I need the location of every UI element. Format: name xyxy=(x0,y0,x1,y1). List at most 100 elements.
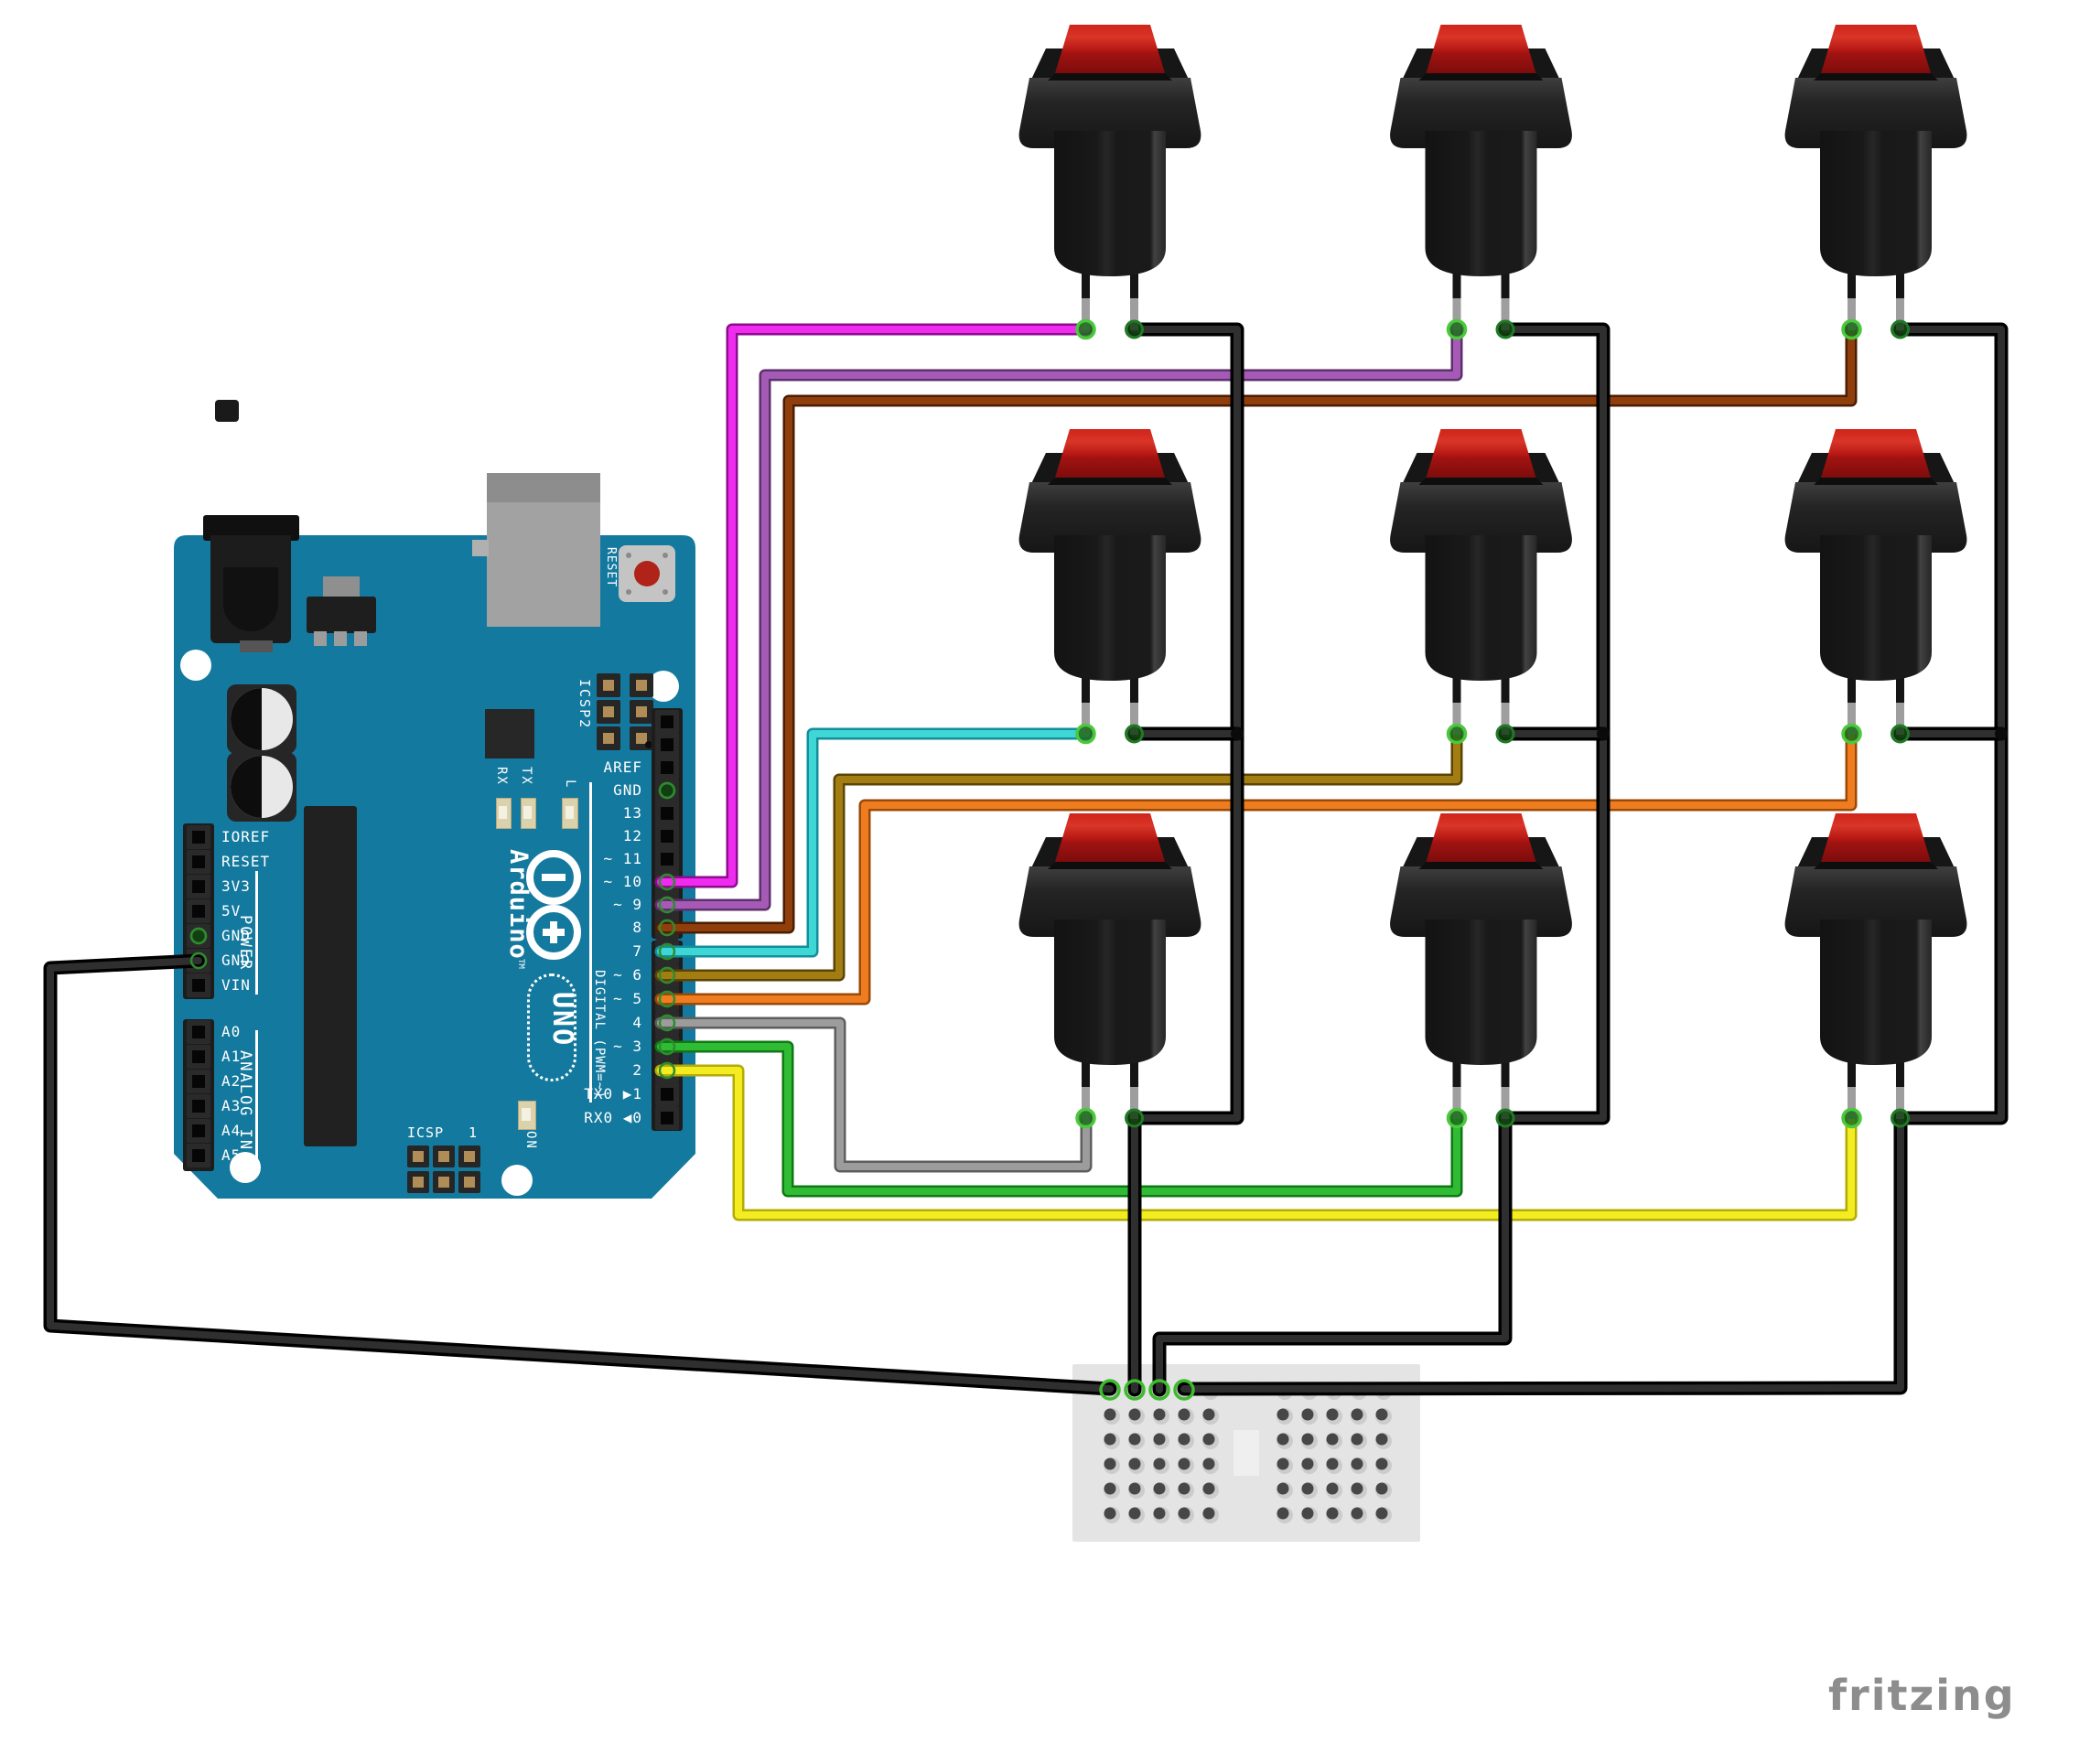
button-leg xyxy=(1082,252,1090,302)
wire-ground-bus-col1[interactable] xyxy=(1127,322,1244,1125)
pin-label-AREF: AREF xyxy=(603,758,642,776)
uno-badge xyxy=(527,973,576,1081)
pin-label-6: ~ 6 xyxy=(613,966,642,984)
wire-ground-bus-col3[interactable] xyxy=(1893,322,2009,1125)
icsp2-header[interactable] xyxy=(586,668,686,769)
pin-label-2: 2 xyxy=(632,1061,642,1079)
analog-separator-line xyxy=(255,1030,258,1164)
pushbuttons xyxy=(1018,25,1967,1119)
wire-pin7-btn-r2c1[interactable] xyxy=(654,727,1093,958)
pin-label-A2: A2 xyxy=(221,1072,242,1090)
wire-ground-drop-col3[interactable] xyxy=(1177,1111,1908,1396)
button-cap[interactable] xyxy=(1827,813,1924,841)
power-separator-line xyxy=(255,871,258,995)
pin-label-A0: A0 xyxy=(221,1023,242,1040)
pushbutton-r2c2[interactable] xyxy=(1390,429,1572,735)
l-led xyxy=(562,798,578,829)
mounting-hole xyxy=(648,671,679,702)
button-cap[interactable] xyxy=(1432,429,1530,457)
wire-junction xyxy=(1231,727,1244,740)
pushbutton-r1c3[interactable] xyxy=(1784,25,1967,330)
wires[interactable] xyxy=(43,322,2009,1397)
wire-ground-bus-col2[interactable] xyxy=(1498,322,1611,1125)
button-leg xyxy=(1130,252,1138,302)
button-cap[interactable] xyxy=(1827,25,1924,52)
pin-label-A4: A4 xyxy=(221,1122,242,1139)
button-leg xyxy=(1452,1040,1461,1091)
wire-pin6-btn-r2c2[interactable] xyxy=(654,727,1463,982)
button-leg xyxy=(1082,1040,1090,1091)
pin-label-3V3-2: 3V3 xyxy=(221,877,251,895)
button-leg xyxy=(1501,656,1510,706)
pin-label-GND-5: GND xyxy=(221,952,251,969)
on-led xyxy=(518,1101,536,1130)
icsp-pin1-label: 1 xyxy=(469,1124,479,1141)
button-cap[interactable] xyxy=(1827,429,1924,457)
pin-label-7: 7 xyxy=(632,942,642,960)
mounting-hole xyxy=(180,650,211,681)
icsp-header[interactable] xyxy=(405,1142,506,1206)
wire-gnd-to-breadboard[interactable] xyxy=(43,953,1117,1396)
icsp-label: ICSP xyxy=(407,1124,445,1141)
button-leg xyxy=(1501,1040,1510,1091)
arduino-infinity-logo xyxy=(526,850,581,960)
pin-label-GND: GND xyxy=(613,781,642,799)
button-cap[interactable] xyxy=(1061,429,1158,457)
pushbutton-r2c1[interactable] xyxy=(1018,429,1201,735)
pin-label-A1: A1 xyxy=(221,1048,242,1065)
pushbutton-r3c1[interactable] xyxy=(1018,813,1201,1119)
wire-junction xyxy=(1597,727,1610,740)
pin-label-9: ~ 9 xyxy=(613,896,642,913)
pin-label-RESET-1: RESET xyxy=(221,853,271,870)
pin-label-5V-3: 5V xyxy=(221,902,242,920)
button-leg xyxy=(1896,656,1904,706)
smd-component xyxy=(215,400,239,422)
mounting-hole xyxy=(230,1152,261,1183)
pushbutton-r2c3[interactable] xyxy=(1784,429,1967,735)
button-leg xyxy=(1896,1040,1904,1091)
wire-pin9-btn-r1c2[interactable] xyxy=(654,323,1463,911)
button-cap[interactable] xyxy=(1061,813,1158,841)
button-cap[interactable] xyxy=(1061,25,1158,52)
pin-label-3: ~ 3 xyxy=(613,1038,642,1055)
pushbutton-r1c1[interactable] xyxy=(1018,25,1201,330)
digital-separator-line xyxy=(589,782,592,1102)
pushbutton-r3c2[interactable] xyxy=(1390,813,1572,1119)
wire-ground-drop-col2[interactable] xyxy=(1152,1111,1513,1397)
button-leg xyxy=(1452,656,1461,706)
connection-points xyxy=(189,318,1910,1401)
pushbutton-r3c3[interactable] xyxy=(1784,813,1967,1119)
pin-label-13: 13 xyxy=(622,804,642,822)
button-leg xyxy=(1848,252,1856,302)
button-leg xyxy=(1848,656,1856,706)
button-cap[interactable] xyxy=(1432,25,1530,52)
atmega-chip xyxy=(304,806,357,1146)
pin-label-12: 12 xyxy=(622,827,642,844)
pin-label-4: 4 xyxy=(632,1014,642,1031)
button-cap[interactable] xyxy=(1432,813,1530,841)
pushbutton-r1c2[interactable] xyxy=(1390,25,1572,330)
wire-pin3-btn-r3c2[interactable] xyxy=(654,1040,1463,1198)
rx-led xyxy=(496,798,512,829)
arduino-pin-headers[interactable] xyxy=(183,708,683,1171)
button-leg xyxy=(1501,252,1510,302)
wire-pin8-btn-r1c3[interactable] xyxy=(654,323,1858,934)
wire-pin5-btn-r2c3[interactable] xyxy=(654,727,1858,1006)
wire-pin4-btn-r3c1[interactable] xyxy=(654,1016,1093,1173)
wire-junction xyxy=(1995,727,2008,740)
breadboard-holes xyxy=(1104,1383,1392,1523)
pin-label-TX01: TX0 ▶1 xyxy=(584,1085,642,1102)
wire-pin10-btn-r1c1[interactable] xyxy=(654,323,1093,888)
capacitors xyxy=(227,684,296,822)
button-leg xyxy=(1130,1040,1138,1091)
wire-pin2-btn-r3c3[interactable] xyxy=(654,1064,1858,1221)
pin-label-A5: A5 xyxy=(221,1146,242,1164)
breadboard-center-ridge xyxy=(1234,1430,1259,1476)
button-leg xyxy=(1848,1040,1856,1091)
pin-label-RX00: RX0 ◀0 xyxy=(584,1109,642,1126)
button-leg xyxy=(1082,656,1090,706)
pin-label-GND-4: GND xyxy=(221,927,251,944)
pin-label-10: ~ 10 xyxy=(603,873,642,890)
pin-label-VIN-6: VIN xyxy=(221,976,251,994)
